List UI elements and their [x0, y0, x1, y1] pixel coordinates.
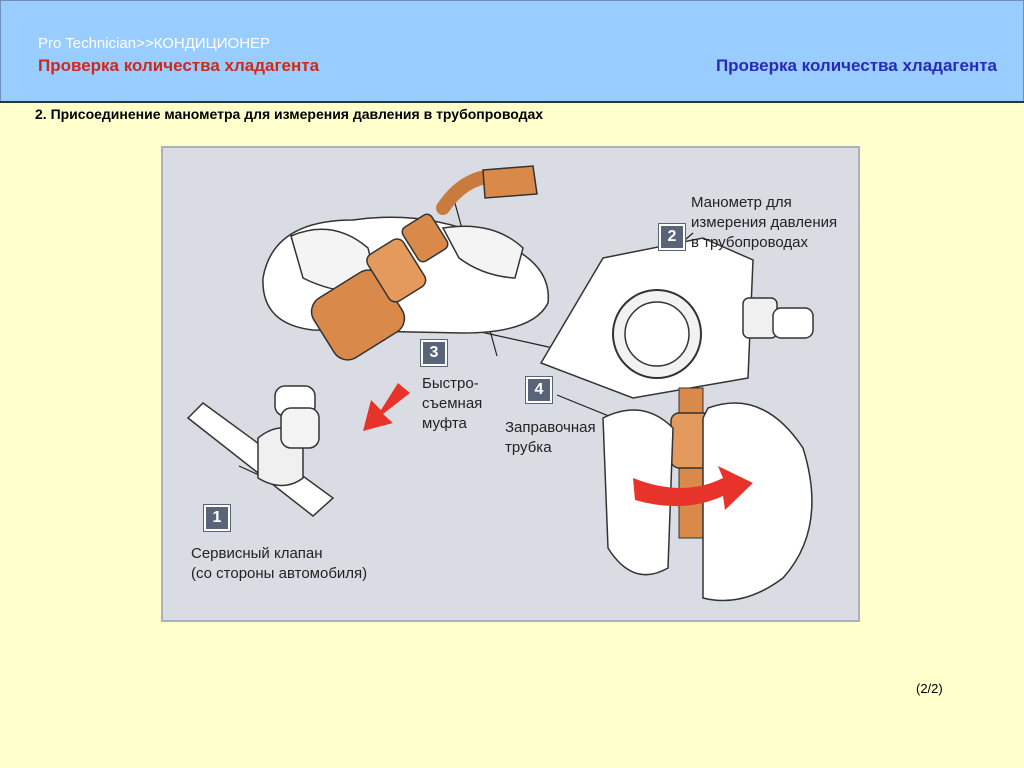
hands-with-gauge	[603, 403, 812, 601]
service-valve	[188, 386, 333, 516]
callout-label-3: Быстро- съемная муфта	[422, 374, 482, 434]
callout-label-4: Заправочная трубка	[505, 418, 596, 458]
callout-badge-3: 3	[421, 340, 447, 366]
section-subtitle: 2. Присоединение манометра для измерения…	[35, 106, 543, 122]
illustration-panel: 1 Сервисный клапан (со стороны автомобил…	[161, 146, 860, 622]
callout-2-line-2: измерения давления	[691, 213, 837, 233]
callout-label-1: Сервисный клапан (со стороны автомобиля)	[191, 544, 367, 584]
callout-4-line-1: Заправочная	[505, 418, 596, 438]
callout-3-line-1: Быстро-	[422, 374, 482, 394]
callout-3-line-2: съемная	[422, 394, 482, 414]
slide-title-right: Проверка количества хладагента	[716, 56, 997, 76]
page-counter: (2/2)	[916, 681, 943, 696]
slide-title-left: Проверка количества хладагента	[38, 56, 319, 76]
callout-3-line-3: муфта	[422, 414, 482, 434]
callout-4-line-2: трубка	[505, 438, 596, 458]
callout-2-line-1: Манометр для	[691, 193, 837, 213]
detach-arrow	[363, 383, 410, 431]
hands-with-coupling	[263, 166, 548, 366]
header-bar: Pro Technician>>КОНДИЦИОНЕР Проверка кол…	[0, 0, 1024, 102]
callout-label-2: Манометр для измерения давления в трубоп…	[691, 193, 837, 253]
callout-badge-2: 2	[659, 224, 685, 250]
callout-badge-4: 4	[526, 377, 552, 403]
callout-2-line-3: в трубопроводах	[691, 233, 837, 253]
callout-1-line-1: Сервисный клапан	[191, 544, 367, 564]
header-divider	[0, 101, 1024, 103]
breadcrumb: Pro Technician>>КОНДИЦИОНЕР	[38, 35, 270, 52]
callout-badge-1: 1	[204, 505, 230, 531]
callout-1-line-2: (со стороны автомобиля)	[191, 564, 367, 584]
